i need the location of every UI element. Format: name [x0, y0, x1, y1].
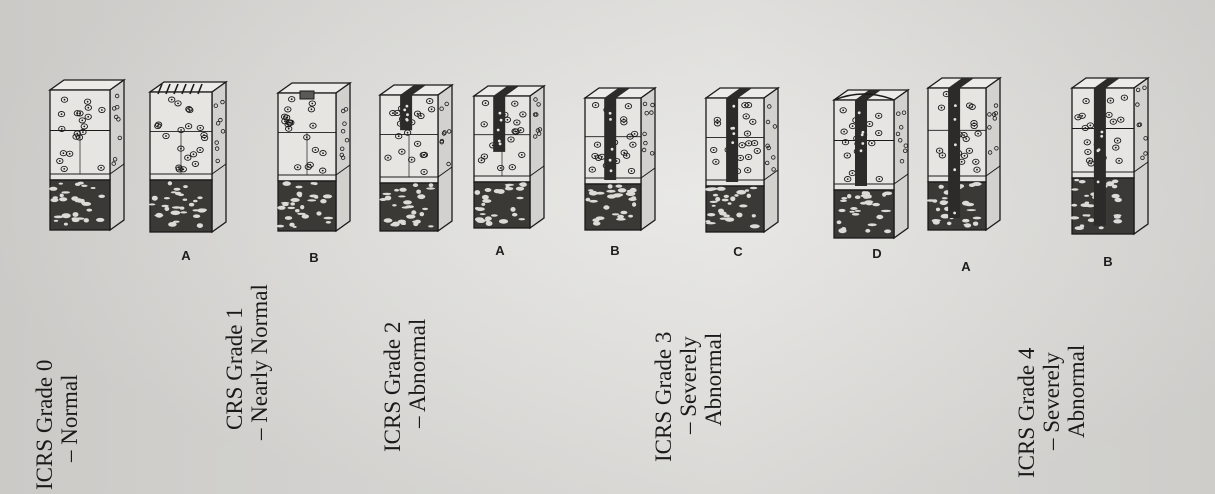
- block-grade3-c: [703, 86, 781, 234]
- sample-label-grade4-b: B: [1103, 254, 1113, 269]
- sample-label-grade3-d: D: [872, 246, 882, 261]
- grade-label-1-desc: – Nearly Normal: [247, 284, 272, 440]
- grade-label-2-title: ICRS Grade 2: [380, 321, 405, 452]
- grade-label-1: CRS Grade 1 – Nearly Normal: [222, 284, 272, 440]
- grade-label-1-title: CRS Grade 1: [222, 307, 247, 430]
- grade-label-3-desc2: Abnormal: [701, 332, 726, 426]
- block-grade1-b: [275, 81, 353, 233]
- grade-label-3-desc1: – Severely: [676, 336, 701, 434]
- grade-label-0-title: ICRS Grade 0: [32, 359, 57, 490]
- sample-label-grade1-b: B: [309, 250, 319, 265]
- sample-label-grade1-a: A: [181, 248, 191, 263]
- grade-label-4-title: ICRS Grade 4: [1014, 347, 1039, 478]
- block-grade3-d: [831, 88, 911, 240]
- block-grade0-normal: [47, 78, 127, 232]
- grade-label-4: ICRS Grade 4 – Severely Abnormal: [1014, 345, 1089, 478]
- grade-label-2: ICRS Grade 2 – Abnormal: [380, 319, 430, 452]
- sample-label-grade3-c: C: [733, 244, 743, 259]
- block-grade4-b: [1069, 76, 1151, 236]
- grade-label-4-desc2: Abnormal: [1064, 344, 1089, 438]
- block-grade3-b: [582, 86, 658, 232]
- grade-label-3: ICRS Grade 3 – Severely Abnormal: [651, 332, 726, 462]
- sample-label-grade3-b: B: [610, 243, 620, 258]
- grade-label-0: ICRS Grade 0 – Normal: [32, 360, 82, 490]
- grade-label-2-desc: – Abnormal: [405, 318, 430, 428]
- grade-label-0-desc: – Normal: [57, 374, 82, 462]
- block-grade2-a: [377, 83, 455, 233]
- sample-label-grade4-a: A: [961, 259, 971, 274]
- grade-label-3-title: ICRS Grade 3: [651, 331, 676, 462]
- block-grade2-b: [471, 84, 547, 230]
- grade-label-4-desc1: – Severely: [1039, 352, 1064, 450]
- block-grade4-a: [925, 76, 1003, 232]
- sample-label-grade2-a: A: [495, 243, 505, 258]
- block-grade1-a: [147, 80, 229, 234]
